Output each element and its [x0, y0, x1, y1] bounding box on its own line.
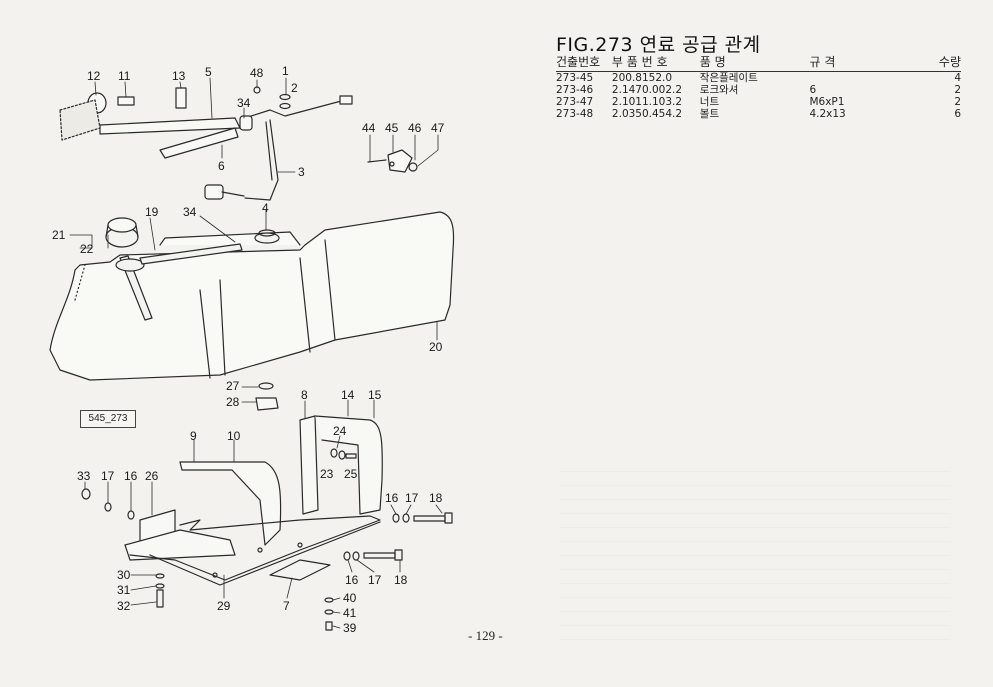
- callout-30: 30: [117, 568, 131, 582]
- drain-plug-parts: [255, 382, 279, 411]
- callout-16-right-upper: 16: [385, 491, 399, 505]
- callout-4: 4: [262, 201, 269, 215]
- callout-18-upper: 18: [429, 491, 443, 505]
- fuel-hose-assembly: [59, 86, 353, 201]
- callout-16-left: 16: [124, 469, 138, 483]
- callout-19: 19: [145, 205, 159, 219]
- cell-specification: [809, 72, 938, 85]
- figure-title: FIG.273 연료 공급 관계: [556, 34, 761, 56]
- table-row: 273-48 2.0350.454.2 볼트 4.2x13 6: [556, 108, 961, 120]
- cell-part-name: 너트: [699, 96, 720, 108]
- callout-7: 7: [283, 599, 290, 613]
- fuel-tank: [49, 211, 455, 381]
- callout-12: 12: [87, 69, 101, 83]
- callout-8: 8: [301, 388, 308, 402]
- callout-26: 26: [145, 469, 159, 483]
- callout-28: 28: [226, 395, 240, 409]
- header-part-name: 품 명: [699, 52, 810, 72]
- header-quantity: 수량: [938, 52, 961, 72]
- parts-table: 건출번호 부 품 번 호 품 명 규 격 수량 273-45 200.8152.…: [556, 52, 961, 120]
- callout-17-right-lower: 17: [368, 573, 382, 587]
- mounting-brackets: [124, 415, 383, 586]
- page-number: - 129 -: [468, 628, 503, 643]
- callout-20: 20: [429, 340, 443, 354]
- header-item-number: 건출번호: [556, 52, 612, 72]
- cell-part-name: 작은플레이트: [699, 72, 758, 84]
- cell-quantity: 2: [954, 96, 961, 108]
- parts-table-header: 건출번호 부 품 번 호 품 명 규 격 수량: [556, 52, 961, 72]
- cell-part-name: 로크와셔: [699, 84, 739, 96]
- callout-9: 9: [190, 429, 197, 443]
- clamp-assembly: [367, 149, 418, 173]
- cell-item-number: 273-47: [556, 96, 594, 108]
- callout-1: 1: [282, 64, 289, 78]
- cell-item-number: 273-45: [556, 72, 594, 84]
- leader-lines: [69, 77, 443, 629]
- callout-25: 25: [344, 467, 358, 481]
- callout-27: 27: [226, 379, 240, 393]
- callout-5: 5: [205, 65, 212, 79]
- callout-44: 44: [362, 121, 376, 135]
- figure-reference-code: 545_273: [80, 410, 136, 428]
- callout-45: 45: [385, 121, 399, 135]
- callout-18-lower: 18: [394, 573, 408, 587]
- cell-quantity: 4: [954, 72, 961, 84]
- bleed-through-texture: [560, 460, 950, 640]
- callout-48: 48: [250, 66, 264, 80]
- cell-part-number: 2.1011.103.2: [611, 96, 683, 108]
- callout-10: 10: [227, 429, 241, 443]
- table-row: 273-47 2.1011.103.2 너트 M6xP1 2: [556, 96, 961, 108]
- callout-17-left: 17: [101, 469, 115, 483]
- cell-item-number: 273-48: [556, 108, 594, 120]
- callout-24: 24: [333, 424, 347, 438]
- cell-part-number: 2.1470.002.2: [611, 84, 683, 96]
- cell-quantity: 6: [954, 108, 961, 120]
- bolts-and-washers: [81, 448, 453, 631]
- callout-2: 2: [291, 81, 298, 95]
- callout-46: 46: [408, 121, 422, 135]
- callout-33: 33: [77, 469, 91, 483]
- header-specification: 규 격: [809, 52, 939, 72]
- callout-22: 22: [80, 242, 94, 256]
- callout-3: 3: [298, 165, 305, 179]
- callout-40: 40: [343, 591, 357, 605]
- cell-item-number: 273-46: [556, 84, 594, 96]
- cell-part-number: 200.8152.0: [611, 72, 673, 84]
- callout-23: 23: [320, 467, 334, 481]
- callout-17-right-upper: 17: [405, 491, 419, 505]
- callout-13: 13: [172, 69, 186, 83]
- cell-part-number: 2.0350.454.2: [611, 108, 683, 120]
- callout-32: 32: [117, 599, 131, 613]
- callout-41: 41: [343, 606, 357, 620]
- cell-specification: M6xP1: [809, 96, 845, 108]
- callout-34-top: 34: [237, 96, 251, 110]
- callout-39: 39: [343, 621, 357, 635]
- callout-29: 29: [217, 599, 231, 613]
- header-part-number: 부 품 번 호: [611, 52, 700, 72]
- callout-6: 6: [218, 159, 225, 173]
- callout-15: 15: [368, 388, 382, 402]
- cell-quantity: 2: [954, 84, 961, 96]
- callout-14: 14: [341, 388, 355, 402]
- callout-21: 21: [52, 228, 66, 242]
- callout-31: 31: [117, 583, 131, 597]
- callout-34-mid: 34: [183, 205, 197, 219]
- callout-16-right-lower: 16: [345, 573, 359, 587]
- table-row: 273-45 200.8152.0 작은플레이트 4: [556, 72, 961, 85]
- table-row: 273-46 2.1470.002.2 로크와셔 6 2: [556, 84, 961, 96]
- cell-specification: 6: [809, 84, 817, 96]
- cell-specification: 4.2x13: [809, 108, 846, 120]
- callout-47: 47: [431, 121, 445, 135]
- callout-11: 11: [118, 69, 131, 83]
- cell-part-name: 볼트: [699, 108, 720, 120]
